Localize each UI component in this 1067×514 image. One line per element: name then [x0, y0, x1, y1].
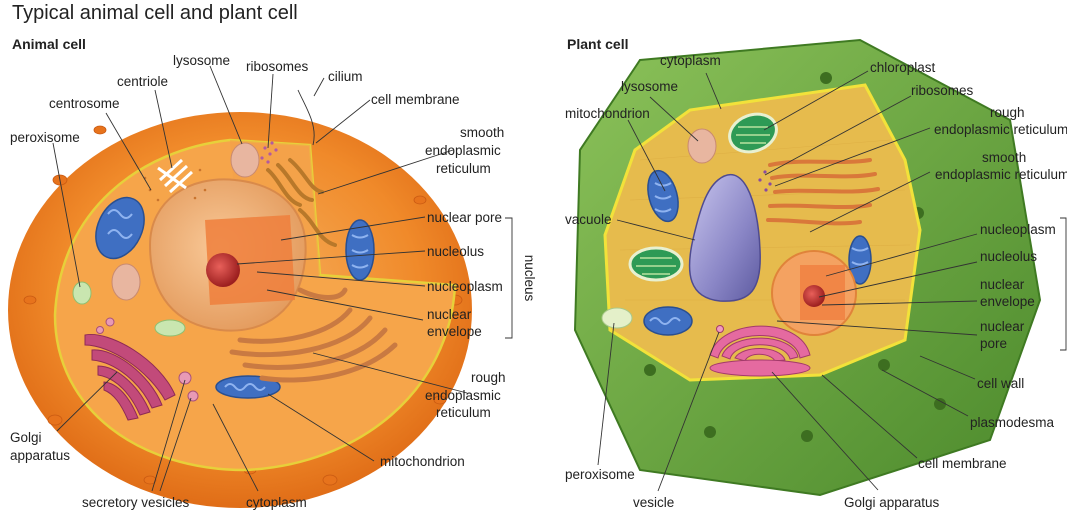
label-vacuole: vacuole [565, 212, 612, 227]
nucleus-bracket [505, 217, 513, 339]
label-nucleus: nucleus [522, 255, 537, 302]
centriole-shape [157, 158, 194, 194]
label-cilium: cilium [328, 69, 363, 84]
label-plant-golgi: Golgi apparatus [844, 495, 940, 510]
label-plant-ribosomes: ribosomes [911, 83, 974, 98]
animal-lysosome [230, 142, 260, 178]
animal-lysosome-2 [111, 263, 141, 301]
plant-cell-heading: Plant cell [567, 36, 629, 52]
animal-nucleus [148, 178, 307, 332]
plant-lysosome [687, 128, 717, 164]
centrosome-dots [143, 168, 207, 202]
label-plant-nuclear-pore-2: pore [980, 336, 1007, 351]
animal-smooth-er [266, 158, 337, 247]
plant-ribosome-dots [758, 170, 772, 192]
animal-leaders [52, 65, 513, 492]
label-golgi-1: Golgi [10, 430, 42, 445]
label-plasmodesma: plasmodesma [970, 415, 1055, 430]
label-plant-peroxisome: peroxisome [565, 467, 635, 482]
label-rough-er-1: rough [471, 370, 506, 385]
label-nucleolus: nucleolus [427, 244, 484, 259]
label-mitochondrion: mitochondrion [380, 454, 465, 469]
plant-chloroplast [628, 112, 778, 282]
label-smooth-er-3: reticulum [436, 161, 491, 176]
label-lysosome: lysosome [173, 53, 230, 68]
plant-cell [573, 38, 1042, 497]
label-peroxisome: peroxisome [10, 130, 80, 145]
animal-vesicle-green [154, 319, 186, 337]
plant-vacuole [688, 173, 761, 302]
label-plant-cytoplasm: cytoplasm [660, 53, 721, 68]
label-centrosome: centrosome [49, 96, 120, 111]
label-plant-rough-er-2: endoplasmic reticulum [934, 122, 1067, 137]
animal-cell-heading: Animal cell [12, 36, 86, 52]
plant-nucleolus [803, 285, 825, 307]
label-cytoplasm: cytoplasm [246, 495, 307, 510]
label-cell-membrane: cell membrane [371, 92, 460, 107]
animal-labels: lysosome ribosomes cilium centriole cent… [10, 53, 537, 510]
label-plant-nucleoplasm: nucleoplasm [980, 222, 1056, 237]
label-ribosomes: ribosomes [246, 59, 309, 74]
animal-mitochondria [95, 196, 375, 399]
label-chloroplast: chloroplast [870, 60, 936, 75]
plant-peroxisome [601, 307, 633, 329]
label-plant-nuclear-envelope-2: envelope [980, 294, 1035, 309]
label-nuclear-pore: nuclear pore [427, 210, 502, 225]
plant-labels: cytoplasm chloroplast lysosome ribosomes… [565, 53, 1067, 510]
label-plant-nuclear-envelope-1: nuclear [980, 277, 1025, 292]
plant-mitochondria [643, 169, 872, 336]
label-plant-smooth-er-1: smooth [982, 150, 1026, 165]
label-nuclear-envelope-2: envelope [427, 324, 482, 339]
plant-golgi [709, 325, 811, 377]
cilium-shape [297, 89, 315, 146]
label-plant-mitochondrion: mitochondrion [565, 106, 650, 121]
label-plant-cell-membrane: cell membrane [918, 456, 1007, 471]
label-smooth-er-1: smooth [460, 125, 504, 140]
page-title: Typical animal cell and plant cell [12, 2, 298, 24]
label-plant-smooth-er-2: endoplasmic reticulum [935, 167, 1067, 182]
plant-nucleus [771, 250, 857, 336]
label-nuclear-envelope-1: nuclear [427, 307, 472, 322]
animal-nucleolus [206, 253, 240, 287]
animal-cell [8, 89, 472, 508]
plant-nucleus-bracket [1060, 217, 1067, 351]
label-plant-lysosome: lysosome [621, 79, 678, 94]
label-plant-nucleolus: nucleolus [980, 249, 1037, 264]
label-golgi-2: apparatus [10, 448, 70, 463]
label-rough-er-2: endoplasmic [425, 388, 501, 403]
label-secretory-vesicles: secretory vesicles [82, 495, 190, 510]
label-vesicle: vesicle [633, 495, 674, 510]
plant-leaders [597, 70, 1067, 492]
label-plant-nuclear-pore-1: nuclear [980, 319, 1025, 334]
label-nucleoplasm: nucleoplasm [427, 279, 503, 294]
animal-surface-vesicles [23, 125, 463, 486]
plant-vesicle [716, 325, 724, 333]
animal-ribosome-dots [260, 141, 278, 164]
label-rough-er-3: reticulum [436, 405, 491, 420]
label-smooth-er-2: endoplasmic [425, 143, 501, 158]
label-centriole: centriole [117, 74, 168, 89]
label-cell-wall: cell wall [977, 376, 1024, 391]
animal-rough-er [229, 287, 398, 383]
animal-peroxisome [72, 281, 92, 305]
label-plant-rough-er-1: rough [990, 105, 1025, 120]
